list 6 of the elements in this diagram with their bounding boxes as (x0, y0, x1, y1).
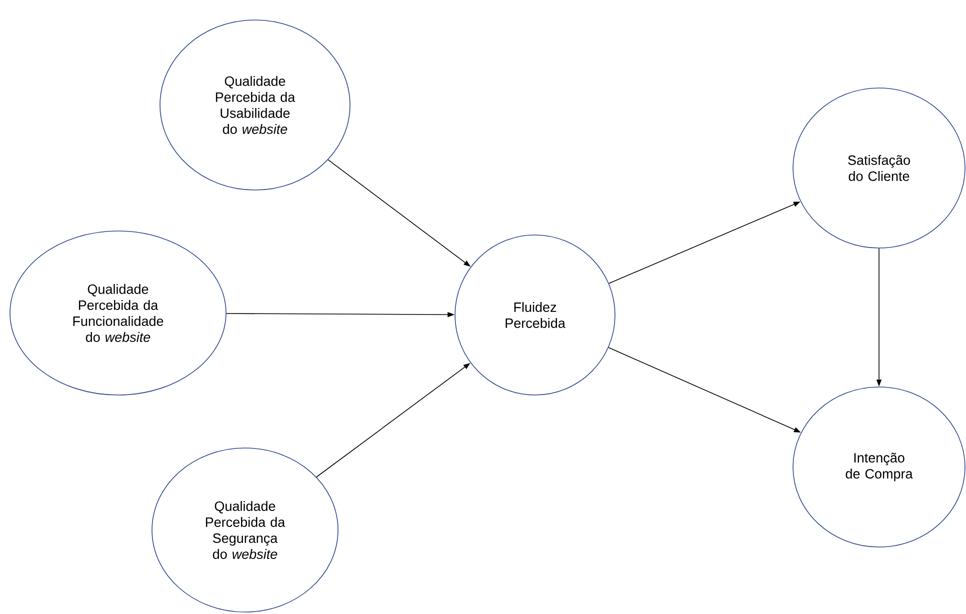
ellipse-node: Qualidade Percebida da Usabilidade do website (160, 20, 350, 190)
ellipse-node: Qualidade Percebida da Funcionalidade do website (10, 230, 226, 396)
ellipse-node: Fluidez Percebida (454, 234, 616, 396)
ellipse-node: Satisfação do Cliente (792, 88, 966, 248)
ellipse-node: Qualidade Percebida da Segurança do website (152, 448, 338, 612)
ellipse-node: Intenção de Compra (792, 386, 966, 548)
